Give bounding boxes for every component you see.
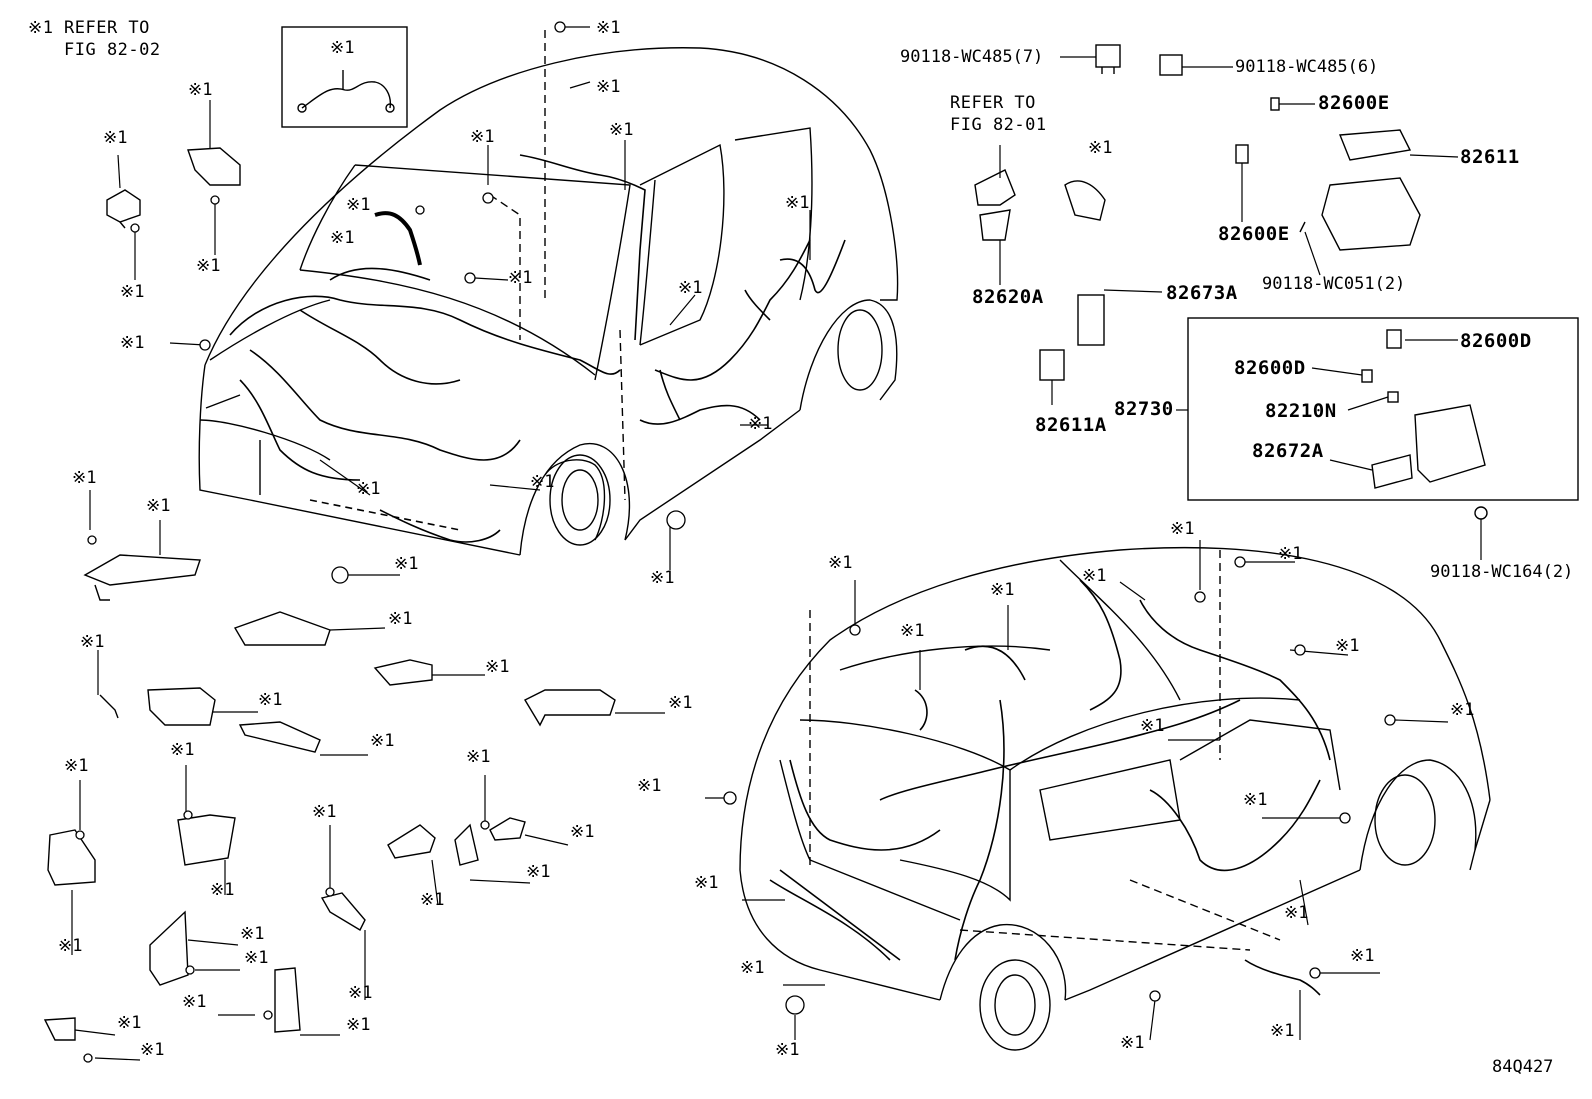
bracket-parts xyxy=(43,147,616,1041)
callout-star: ※1 xyxy=(1284,903,1309,923)
callout-star: ※1 xyxy=(609,120,634,140)
front-car-body xyxy=(198,30,899,556)
callout-star: ※1 xyxy=(1170,519,1195,539)
callout-star: ※1 xyxy=(244,948,269,968)
callout-star: ※1 xyxy=(346,1015,371,1035)
callout-star: ※1 xyxy=(330,228,355,248)
callout-star: ※1 xyxy=(775,1040,800,1060)
callout-star: ※1 xyxy=(785,193,810,213)
part-82620a: 82620A xyxy=(972,286,1044,308)
callout-star: ※1 xyxy=(356,479,381,499)
part-90118-wc485-7: 90118-WC485(7) xyxy=(900,47,1044,67)
callout-star: ※1 xyxy=(678,278,703,298)
part-82611a: 82611A xyxy=(1035,414,1107,436)
callout-star: ※1 xyxy=(1350,946,1375,966)
callout-star: ※1 xyxy=(394,554,419,574)
callout-star: ※1 xyxy=(1082,566,1107,586)
note-refer-line2: FIG 82-02 xyxy=(64,40,161,60)
callout-star: ※1 xyxy=(570,822,595,842)
callout-star: ※1 xyxy=(120,333,145,353)
callout-star: ※1 xyxy=(530,472,555,492)
part-82600e-top: 82600E xyxy=(1318,92,1390,114)
callout-star: ※1 xyxy=(348,983,373,1003)
rear-car-body xyxy=(739,546,1491,1051)
callout-star: ※1 xyxy=(170,740,195,760)
callout-star: ※1 xyxy=(330,38,355,58)
callout-star: ※1 xyxy=(1243,790,1268,810)
part-82210n: 82210N xyxy=(1265,400,1337,422)
callout-star: ※1 xyxy=(900,621,925,641)
callout-star: ※1 xyxy=(258,690,283,710)
callout-star: ※1 xyxy=(694,873,719,893)
callout-star: ※1 xyxy=(1270,1021,1295,1041)
part-82600e-mid: 82600E xyxy=(1218,223,1290,245)
callout-star: ※1 xyxy=(637,776,662,796)
callout-star: ※1 xyxy=(58,936,83,956)
part-82730: 82730 xyxy=(1114,398,1174,420)
callout-star: ※1 xyxy=(508,268,533,288)
callout-star: ※1 xyxy=(1120,1033,1145,1053)
callout-star: ※1 xyxy=(596,18,621,38)
callout-star: ※1 xyxy=(210,880,235,900)
part-82672a: 82672A xyxy=(1252,440,1324,462)
callout-star: ※1 xyxy=(420,890,445,910)
callout-star: ※1 xyxy=(370,731,395,751)
callout-star: ※1 xyxy=(388,609,413,629)
callout-star: ※1 xyxy=(596,77,621,97)
callout-star: ※1 xyxy=(740,958,765,978)
callout-star: ※1 xyxy=(103,128,128,148)
inset-frame xyxy=(281,26,408,128)
refer-fig-82-01-line1: REFER TO xyxy=(950,93,1036,113)
callout-star: ※1 xyxy=(72,468,97,488)
82730-group-frame xyxy=(1187,317,1579,501)
callout-star: ※1 xyxy=(1088,138,1113,158)
callout-star: ※1 xyxy=(117,1013,142,1033)
part-82673a: 82673A xyxy=(1166,282,1238,304)
callout-star: ※1 xyxy=(1278,544,1303,564)
callout-star: ※1 xyxy=(140,1040,165,1060)
callout-star: ※1 xyxy=(120,282,145,302)
leader-lines xyxy=(71,26,1482,1061)
part-90118-wc164-2: 90118-WC164(2) xyxy=(1430,562,1574,582)
callout-star: ※1 xyxy=(1335,636,1360,656)
callout-star: ※1 xyxy=(470,127,495,147)
callout-star: ※1 xyxy=(748,414,773,434)
callout-star: ※1 xyxy=(240,924,265,944)
part-82611: 82611 xyxy=(1460,146,1520,168)
note-refer-line1: REFER TO xyxy=(64,18,150,38)
callout-star: ※1 xyxy=(650,568,675,588)
callout-star: ※1 xyxy=(668,693,693,713)
front-harness xyxy=(229,154,846,543)
refer-fig-82-01-line2: FIG 82-01 xyxy=(950,115,1047,135)
part-90118-wc051-2: 90118-WC051(2) xyxy=(1262,274,1406,294)
callout-star: ※1 xyxy=(80,632,105,652)
callout-star: ※1 xyxy=(196,256,221,276)
figure-code: 84Q427 xyxy=(1492,1057,1554,1077)
callout-star: ※1 xyxy=(1140,716,1165,736)
callout-star: ※1 xyxy=(64,756,89,776)
callout-star: ※1 xyxy=(466,747,491,767)
callout-star: ※1 xyxy=(828,553,853,573)
callout-star: ※1 xyxy=(346,195,371,215)
part-90118-wc485-6: 90118-WC485(6) xyxy=(1235,57,1379,77)
part-82600d-right: 82600D xyxy=(1460,330,1532,352)
fasteners xyxy=(75,21,1396,1063)
part-82600d-left: 82600D xyxy=(1234,357,1306,379)
callout-star: ※1 xyxy=(188,80,213,100)
note-mark: ※1 xyxy=(28,18,54,38)
callout-star: ※1 xyxy=(182,992,207,1012)
callout-star: ※1 xyxy=(990,580,1015,600)
callout-star: ※1 xyxy=(146,496,171,516)
rear-harness xyxy=(769,579,1331,996)
callout-star: ※1 xyxy=(526,862,551,882)
callout-star: ※1 xyxy=(1450,700,1475,720)
callout-star: ※1 xyxy=(312,802,337,822)
callout-star: ※1 xyxy=(485,657,510,677)
